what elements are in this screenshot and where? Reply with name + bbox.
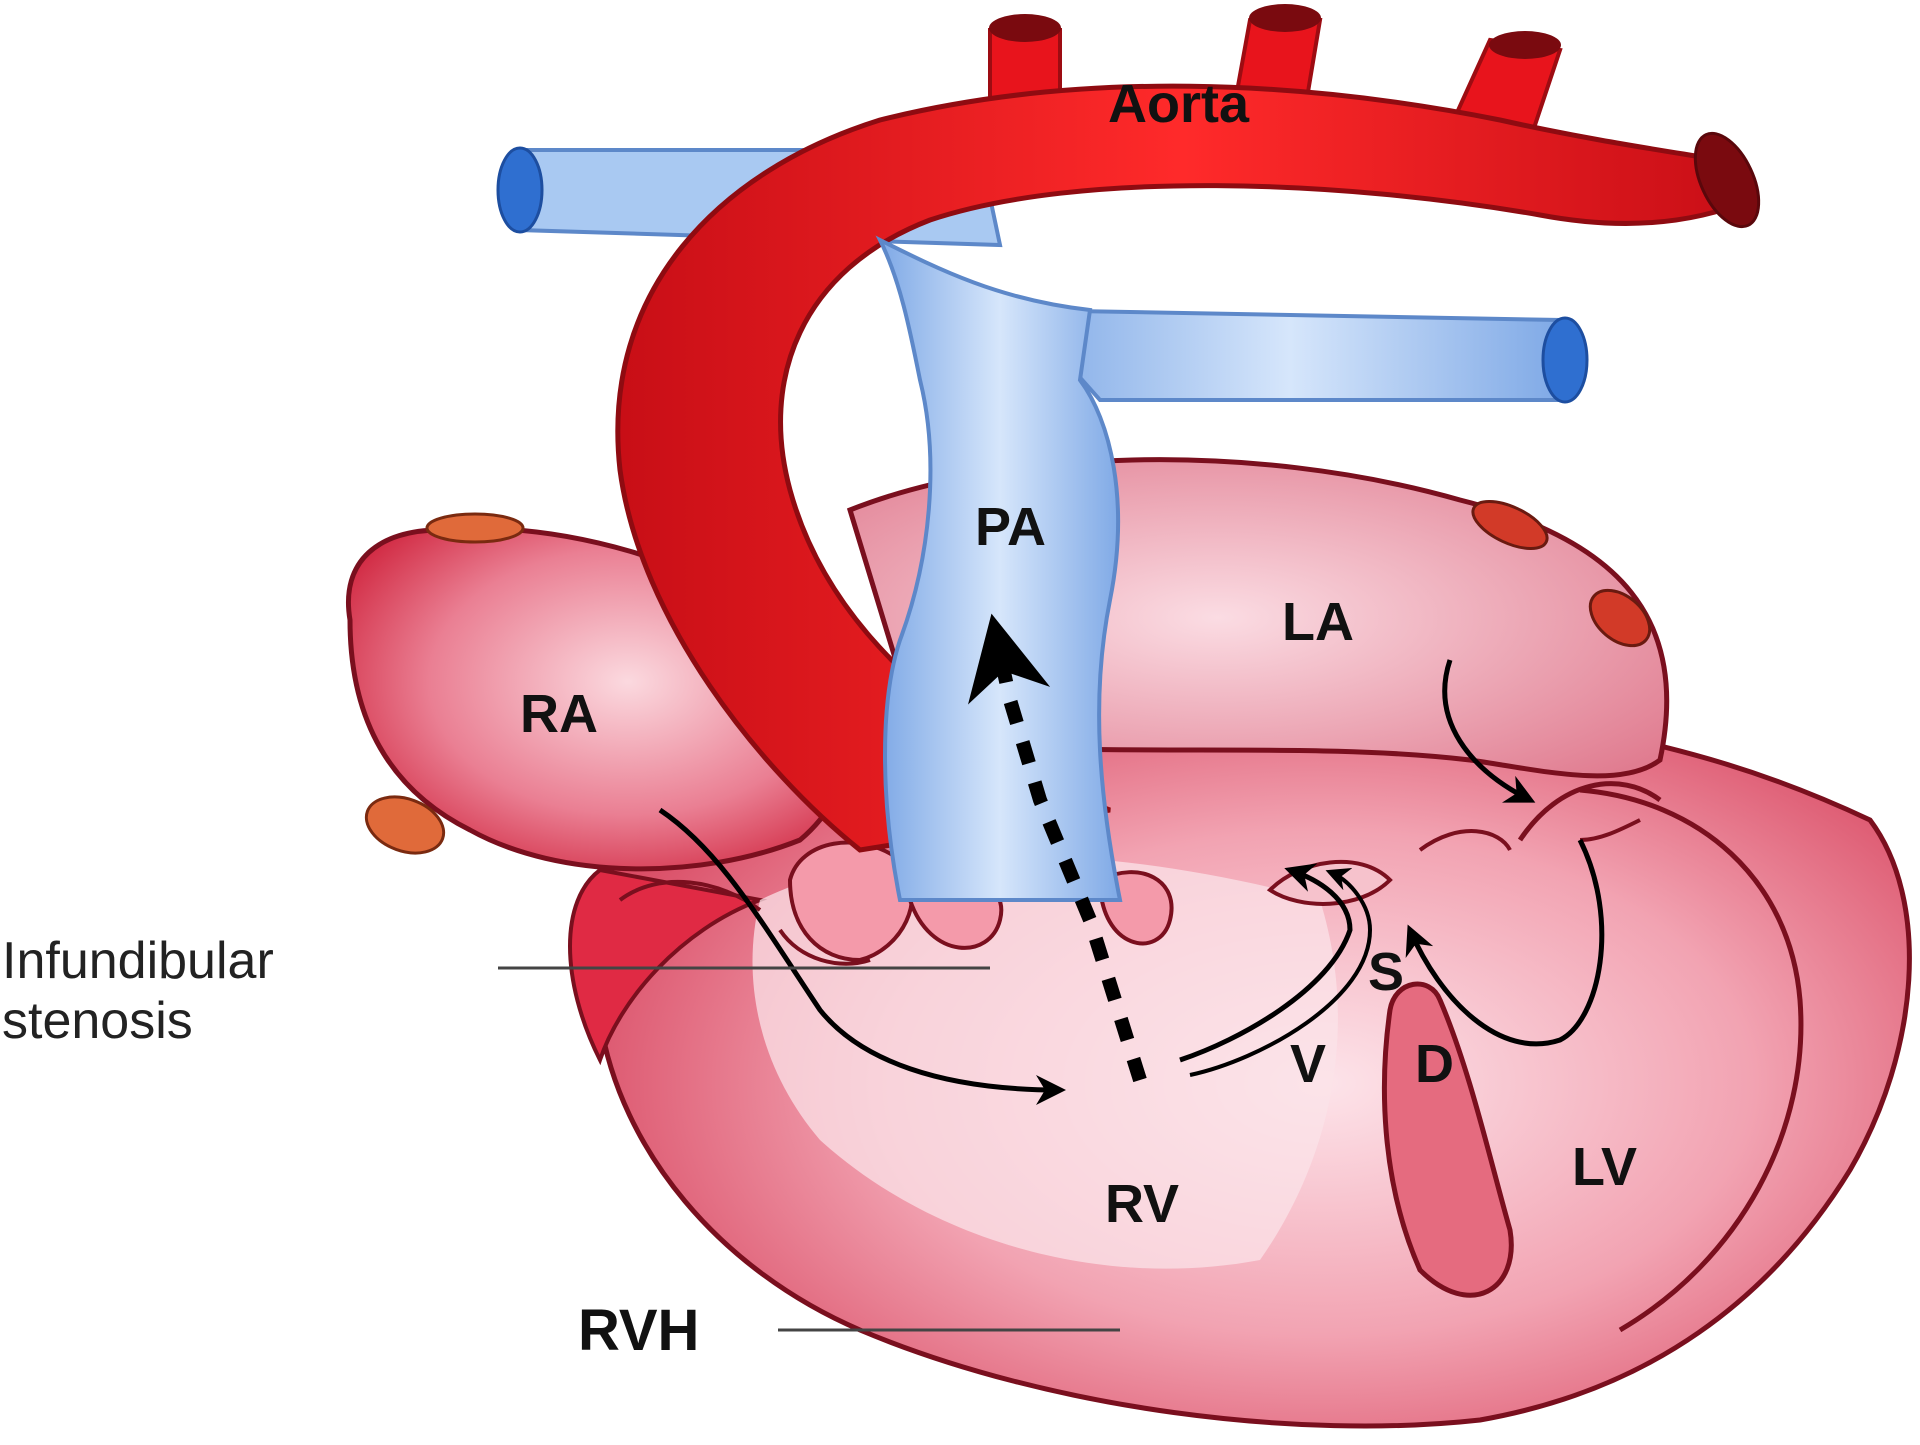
ra-label: RA (520, 684, 598, 744)
rvh-label: RVH (578, 1298, 699, 1363)
aorta-label: Aorta (1108, 74, 1250, 134)
infundibular-label-line2: stenosis (2, 992, 193, 1050)
infundibular-label-line1: Infundibular (2, 932, 274, 990)
pa-label: PA (975, 497, 1046, 557)
lv-label: LV (1572, 1137, 1637, 1197)
la-label: LA (1282, 592, 1354, 652)
v-label: V (1290, 1034, 1326, 1094)
s-label: S (1368, 942, 1404, 1002)
d-label: D (1415, 1034, 1454, 1094)
heart-body (348, 460, 1909, 1426)
rv-label: RV (1105, 1174, 1179, 1234)
